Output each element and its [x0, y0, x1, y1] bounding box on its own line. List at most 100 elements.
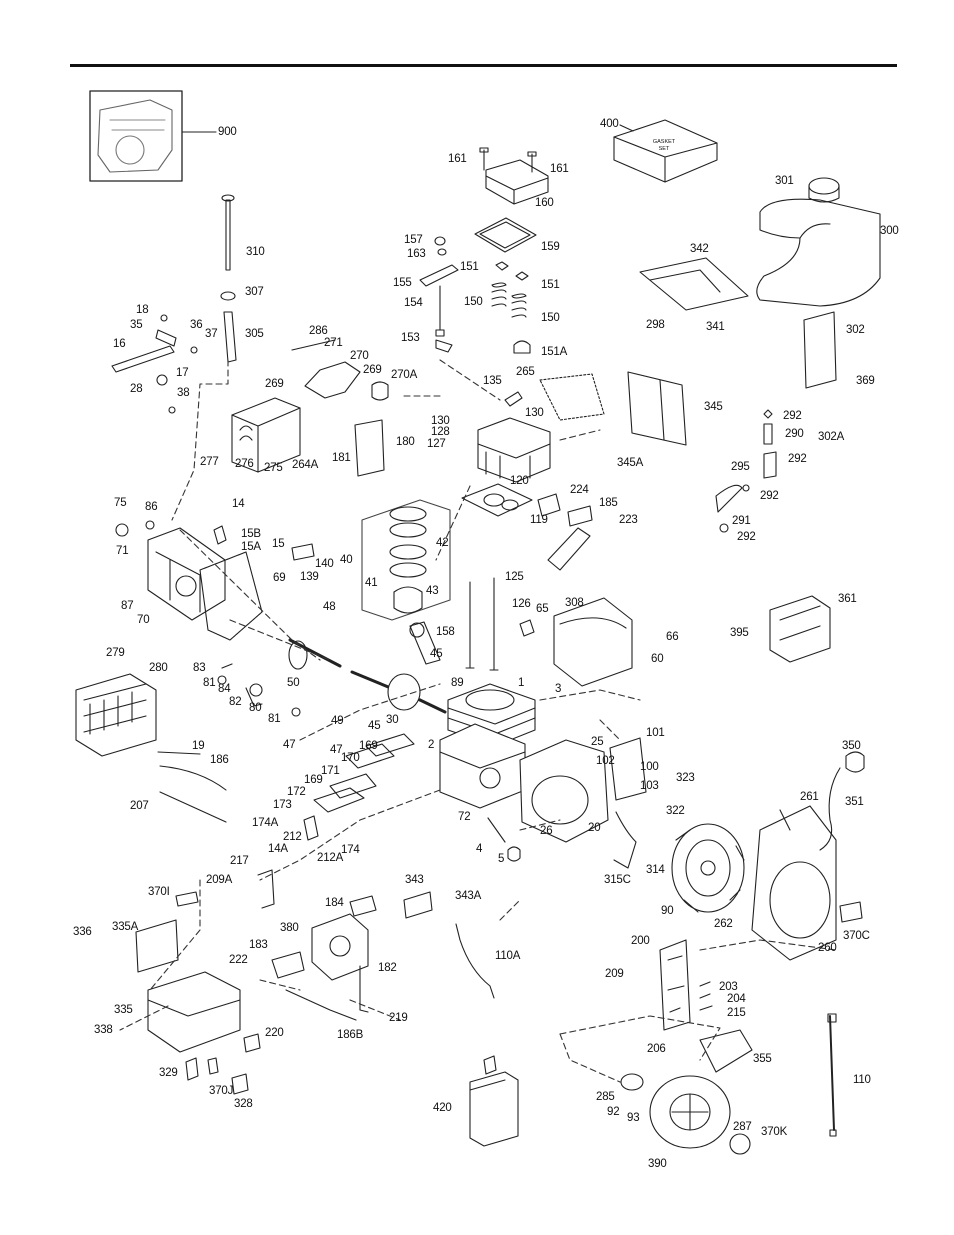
part-callout-310: 310 — [246, 246, 265, 258]
part-callout-182: 182 — [378, 962, 397, 974]
valve-cover-assembly — [474, 147, 549, 253]
part-callout-292b: 292 — [788, 453, 807, 465]
part-callout-204: 204 — [727, 993, 746, 1005]
part-callout-323: 323 — [676, 772, 695, 784]
part-callout-86: 86 — [145, 501, 158, 513]
part-callout-80: 80 — [249, 702, 262, 714]
part-callout-302: 302 — [846, 324, 865, 336]
part-callout-173: 173 — [273, 799, 292, 811]
part-callout-125: 125 — [505, 571, 524, 583]
part-callout-50: 50 — [287, 677, 300, 689]
part-callout-305: 305 — [245, 328, 264, 340]
part-callout-302A: 302A — [818, 431, 845, 443]
gasket-box-text-line2: SET — [659, 146, 670, 152]
part-callout-172: 172 — [287, 786, 306, 798]
part-callout-130b: 130 — [525, 407, 544, 419]
part-callout-72: 72 — [458, 811, 471, 823]
part-callout-200: 200 — [631, 935, 650, 947]
part-callout-71: 71 — [116, 545, 129, 557]
valve-train-parts — [419, 236, 531, 671]
part-callout-101: 101 — [646, 727, 665, 739]
fuel-line-parts — [715, 409, 777, 533]
part-callout-298: 298 — [646, 319, 665, 331]
part-callout-119: 119 — [530, 514, 548, 526]
carburetor-and-reeds — [271, 733, 415, 1021]
part-callout-370J: 370J — [209, 1085, 234, 1097]
part-callout-370I: 370I — [148, 886, 170, 898]
part-callout-181: 181 — [332, 452, 351, 464]
part-callout-265: 265 — [516, 366, 535, 378]
part-callout-260: 260 — [818, 942, 837, 954]
part-callout-224: 224 — [570, 484, 589, 496]
part-callout-110A: 110A — [495, 950, 521, 962]
part-callout-47a: 47 — [283, 739, 296, 751]
part-callout-65: 65 — [536, 603, 549, 615]
part-callout-262: 262 — [714, 918, 733, 930]
part-callout-269a: 269 — [363, 364, 382, 376]
part-callout-329: 329 — [159, 1067, 178, 1079]
assembly-dashed-lines — [119, 359, 837, 1083]
part-callout-5: 5 — [498, 853, 505, 865]
part-callout-217: 217 — [230, 855, 249, 867]
part-callout-171: 171 — [321, 765, 340, 777]
part-callout-100: 100 — [640, 761, 659, 773]
part-callout-87: 87 — [121, 600, 134, 612]
part-callout-155: 155 — [393, 277, 412, 289]
part-callout-342: 342 — [690, 243, 709, 255]
part-callout-161b: 161 — [550, 163, 569, 175]
part-callout-290: 290 — [785, 428, 804, 440]
part-callout-30: 30 — [386, 714, 399, 726]
part-callout-292c: 292 — [760, 490, 779, 502]
part-callout-1: 1 — [518, 677, 525, 689]
part-callout-264A: 264A — [292, 459, 319, 471]
blower-housing-and-starter — [620, 751, 865, 1155]
part-callout-209: 209 — [605, 968, 624, 980]
part-callout-345: 345 — [704, 401, 723, 413]
part-callout-269b: 269 — [265, 378, 284, 390]
part-callout-285: 285 — [596, 1091, 615, 1103]
part-callout-307: 307 — [245, 286, 264, 298]
part-callout-3: 3 — [555, 683, 562, 695]
part-callout-26: 26 — [540, 825, 553, 837]
governor-lever-parts — [111, 314, 198, 414]
part-callout-15B: 15B — [241, 528, 261, 540]
part-callout-25: 25 — [591, 736, 604, 748]
part-callout-14: 14 — [232, 498, 245, 510]
part-callout-220: 220 — [265, 1027, 284, 1039]
part-callout-110: 110 — [853, 1074, 871, 1086]
part-callout-151A: 151A — [541, 346, 568, 358]
part-callout-150b: 150 — [541, 312, 560, 324]
part-callout-66: 66 — [666, 631, 679, 643]
part-callout-280: 280 — [149, 662, 168, 674]
part-callout-19: 19 — [192, 740, 205, 752]
part-callout-270: 270 — [350, 350, 369, 362]
part-callout-223: 223 — [619, 514, 638, 526]
part-callout-270A: 270A — [391, 369, 418, 381]
cylinder-head-assembly — [461, 391, 593, 571]
part-callout-160: 160 — [535, 197, 554, 209]
part-callout-157: 157 — [404, 234, 423, 246]
part-callout-400: 400 — [600, 118, 619, 130]
crankcase-cover-and-gasket — [115, 520, 315, 641]
part-callout-90: 90 — [661, 905, 674, 917]
part-callout-127: 127 — [427, 438, 446, 450]
part-callout-370K: 370K — [761, 1126, 788, 1138]
part-callout-186: 186 — [210, 754, 229, 766]
part-callout-335: 335 — [114, 1004, 133, 1016]
part-callout-390: 390 — [648, 1158, 667, 1170]
part-callout-900: 900 — [218, 126, 237, 138]
part-callout-291: 291 — [732, 515, 751, 527]
part-callout-37: 37 — [205, 328, 218, 340]
part-callout-222: 222 — [229, 954, 248, 966]
part-callout-103: 103 — [640, 780, 659, 792]
part-callout-308: 308 — [565, 597, 584, 609]
part-callout-36: 36 — [190, 319, 203, 331]
part-callout-370C: 370C — [843, 930, 870, 942]
part-callout-159: 159 — [541, 241, 560, 253]
part-callout-301: 301 — [775, 175, 794, 187]
engine-thumbnail-illustration — [89, 90, 217, 182]
part-callout-341: 341 — [706, 321, 725, 333]
header-rule — [70, 64, 897, 67]
